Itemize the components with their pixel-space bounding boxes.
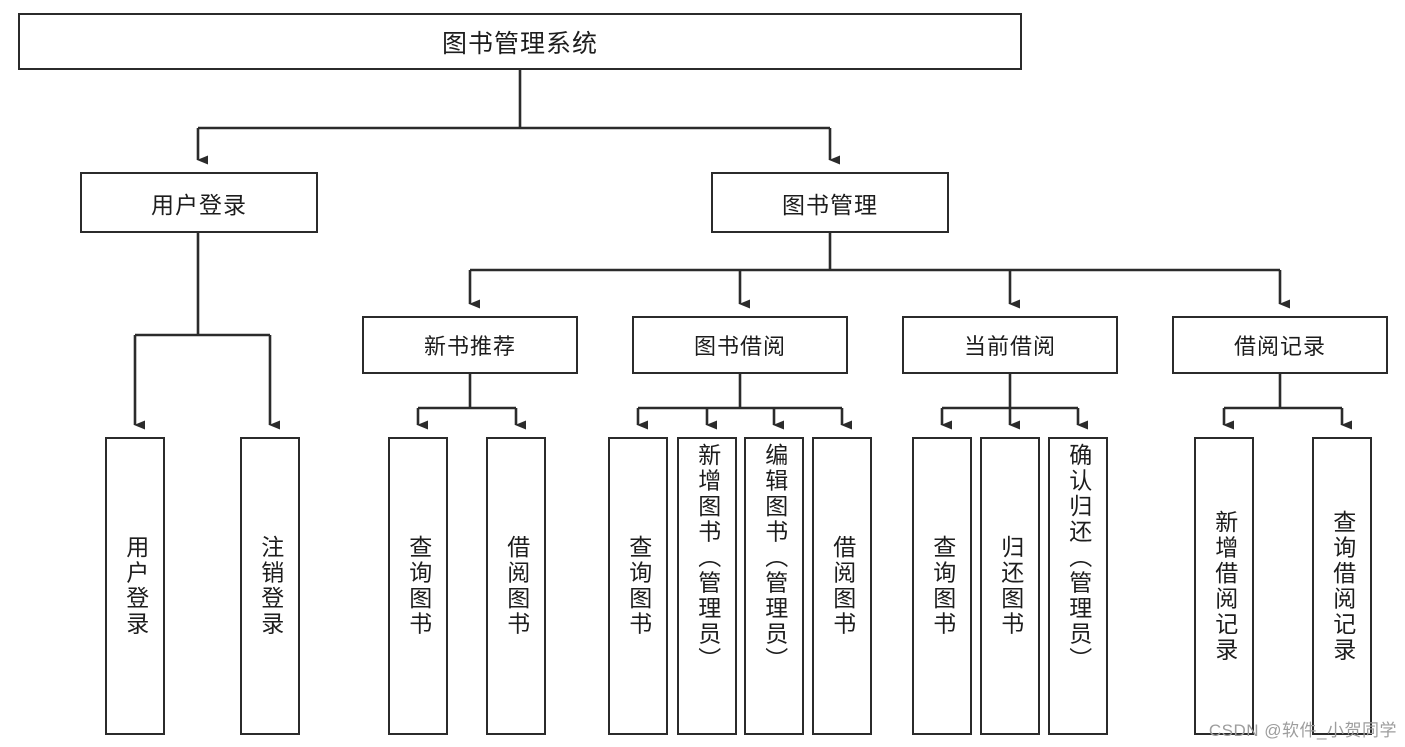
leaf-text-wrap: 新增借阅记录	[1196, 439, 1252, 733]
node-user-login-label: 用户登录	[151, 191, 247, 218]
node-leaf-edit-book-label: 编辑图书（管理员）	[761, 443, 788, 673]
node-new-book-recommend[interactable]: 新书推荐	[362, 316, 578, 374]
node-leaf-query-book-1-label: 查询图书	[405, 535, 432, 637]
node-leaf-query-book-1[interactable]: 查询图书	[388, 437, 448, 735]
node-leaf-logout-login[interactable]: 注销登录	[240, 437, 300, 735]
node-leaf-logout-login-label: 注销登录	[257, 535, 284, 637]
node-leaf-query-book-3[interactable]: 查询图书	[912, 437, 972, 735]
watermark-text: CSDN @软件_小贺同学	[1208, 721, 1397, 740]
leaf-text-wrap: 借阅图书	[814, 439, 870, 733]
node-leaf-query-record[interactable]: 查询借阅记录	[1312, 437, 1372, 735]
leaf-text-wrap: 归还图书	[982, 439, 1038, 733]
node-book-manage[interactable]: 图书管理	[711, 172, 949, 233]
node-leaf-add-book-label: 新增图书（管理员）	[694, 443, 721, 673]
node-leaf-borrow-book-2[interactable]: 借阅图书	[812, 437, 872, 735]
node-root-label: 图书管理系统	[441, 29, 598, 58]
node-leaf-borrow-book-1[interactable]: 借阅图书	[486, 437, 546, 735]
leaf-text-wrap: 查询图书	[914, 439, 970, 733]
node-borrow-record[interactable]: 借阅记录	[1172, 316, 1388, 374]
node-leaf-add-record[interactable]: 新增借阅记录	[1194, 437, 1254, 735]
leaf-text-wrap: 注销登录	[242, 439, 298, 733]
node-leaf-add-record-label: 新增借阅记录	[1211, 509, 1238, 663]
leaf-text-wrap: 查询借阅记录	[1314, 439, 1370, 733]
node-leaf-confirm-return[interactable]: 确认归还（管理员）	[1048, 437, 1108, 735]
node-new-book-recommend-label: 新书推荐	[423, 334, 516, 359]
leaf-text-wrap: 确认归还（管理员）	[1050, 439, 1106, 737]
node-book-borrow[interactable]: 图书借阅	[632, 316, 848, 374]
node-leaf-return-book-label: 归还图书	[997, 535, 1024, 637]
node-leaf-add-book[interactable]: 新增图书（管理员）	[677, 437, 737, 735]
node-leaf-borrow-book-2-label: 借阅图书	[829, 535, 856, 637]
node-root[interactable]: 图书管理系统	[18, 13, 1022, 70]
leaf-text-wrap: 编辑图书（管理员）	[746, 439, 802, 737]
node-leaf-query-book-2-label: 查询图书	[625, 535, 652, 637]
node-user-login[interactable]: 用户登录	[80, 172, 318, 233]
node-leaf-user-login-label: 用户登录	[122, 535, 149, 637]
leaf-text-wrap: 用户登录	[107, 439, 163, 733]
node-leaf-borrow-book-1-label: 借阅图书	[503, 535, 530, 637]
node-leaf-edit-book[interactable]: 编辑图书（管理员）	[744, 437, 804, 735]
node-book-borrow-label: 图书借阅	[693, 334, 786, 359]
node-leaf-query-record-label: 查询借阅记录	[1329, 509, 1356, 663]
node-book-manage-label: 图书管理	[782, 191, 878, 218]
leaf-text-wrap: 借阅图书	[488, 439, 544, 733]
node-leaf-query-book-3-label: 查询图书	[929, 535, 956, 637]
node-borrow-record-label: 借阅记录	[1233, 334, 1326, 359]
node-leaf-confirm-return-label: 确认归还（管理员）	[1065, 443, 1092, 673]
leaf-text-wrap: 查询图书	[390, 439, 446, 733]
node-leaf-user-login[interactable]: 用户登录	[105, 437, 165, 735]
node-leaf-return-book[interactable]: 归还图书	[980, 437, 1040, 735]
leaf-text-wrap: 查询图书	[610, 439, 666, 733]
node-leaf-query-book-2[interactable]: 查询图书	[608, 437, 668, 735]
node-current-borrow[interactable]: 当前借阅	[902, 316, 1118, 374]
leaf-text-wrap: 新增图书（管理员）	[679, 439, 735, 737]
node-current-borrow-label: 当前借阅	[963, 334, 1056, 359]
